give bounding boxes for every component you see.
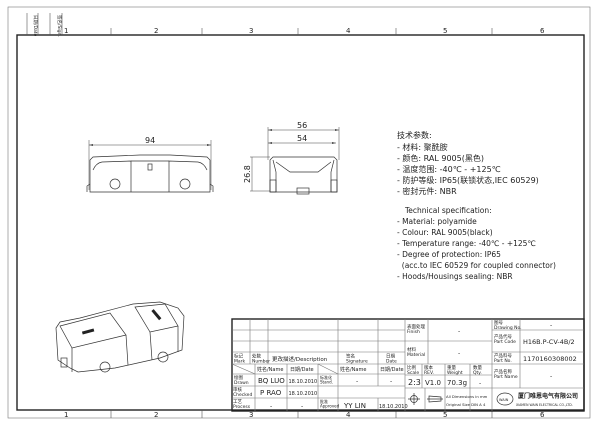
spec-en-line: - Temperature range: -40℃ - +125℃ <box>397 239 536 248</box>
stand-date: - <box>390 378 392 385</box>
dims-note-2: Original Size DIN A 4 <box>446 402 486 407</box>
outer-border <box>7 6 591 419</box>
zone-4-top: 4 <box>346 27 351 35</box>
part-name-value: - <box>550 373 552 380</box>
spec-en-line: - Degree of protection: IP65 <box>397 250 501 259</box>
front-view: 94 <box>86 136 214 193</box>
zone-5-top: 5 <box>443 27 447 35</box>
spec-en-line: (acc.to IEC 60529 for coupled connector) <box>397 261 556 270</box>
drawing-no-value: - <box>550 322 552 329</box>
spec-cn-line: - 材料: 聚酰胺 <box>397 142 448 152</box>
stand-name: - <box>356 378 358 385</box>
weight-value: 70.3g <box>447 379 467 387</box>
company-name-cn: 厦门唯恩电气有限公司 <box>518 392 578 400</box>
spec-en-line: - Hoods/Housings sealing: NBR <box>397 272 513 281</box>
revision-strip: 日期/Date 签名/Sign. <box>26 13 63 37</box>
spec-cn-line: - 防护等级: IP65(联锁状态,IEC 60529) <box>397 175 539 185</box>
process-name: - <box>270 403 272 410</box>
date-header-2: 日期/Date <box>380 367 404 373</box>
dim-length: 94 <box>145 136 155 145</box>
approved-name: YY LIN <box>343 402 366 410</box>
zone-6-top: 6 <box>540 27 545 35</box>
finish-value: - <box>458 328 460 335</box>
dim-inner-width: 54 <box>297 134 307 143</box>
checked-date: 18.10.2010 <box>289 391 318 397</box>
process-date: - <box>301 403 303 410</box>
spec-en-line: - Material: polyamide <box>397 217 477 226</box>
description-label: 更改描述/Description <box>272 355 328 363</box>
scale-value: 2:3 <box>408 378 421 387</box>
isometric-view <box>55 301 185 373</box>
projection-symbol-icon <box>408 393 443 405</box>
spec-cn-line: - 温度范围: -40℃ - +125℃ <box>397 164 501 174</box>
drawn-name: BQ LUO <box>258 377 285 385</box>
dim-outer-width: 56 <box>297 121 307 130</box>
strip-date-label: 日期/Date <box>32 15 38 37</box>
checked-name: P RAO <box>260 389 282 397</box>
inner-frame <box>16 34 585 411</box>
name-header-2: 姓名/Name <box>340 366 366 373</box>
part-no-value: 1170160308002 <box>523 355 577 363</box>
dim-height: 26.8 <box>243 165 252 183</box>
spec-cn-line: - 密封元件: NBR <box>397 186 457 196</box>
spec-english: Technical specification: - Material: pol… <box>397 206 556 281</box>
spec-cn-line: - 颜色: RAL 9005(黑色) <box>397 153 484 163</box>
company-name-en: XIAMEN WAIN ELECTRICAL CO.,LTD. <box>516 403 573 407</box>
zone-5-bottom: 5 <box>443 411 447 419</box>
zone-3-top: 3 <box>249 27 253 35</box>
spec-en-title: Technical specification: <box>404 206 492 215</box>
company-logo: WAIN <box>496 392 514 406</box>
zone-3-bottom: 3 <box>249 411 253 419</box>
spec-cn-title: 技术参数: <box>397 130 432 140</box>
spec-chinese: 技术参数: - 材料: 聚酰胺 - 颜色: RAL 9005(黑色) - 温度范… <box>397 130 539 196</box>
logo-text: WAIN <box>499 398 509 402</box>
material-value: - <box>458 350 460 357</box>
drawn-date: 18.10.2010 <box>289 379 318 385</box>
rev-value: V1.0 <box>425 379 441 387</box>
zone-2-top: 2 <box>154 27 158 35</box>
zone-2-bottom: 2 <box>154 411 158 419</box>
zone-1-top: 1 <box>64 27 68 35</box>
zone-1-bottom: 1 <box>64 411 68 419</box>
spec-en-line: - Colour: RAL 9005(black) <box>397 228 493 237</box>
date-header: 日期/Date <box>290 367 314 373</box>
dims-note-1: All Dimensions in mm <box>446 394 488 399</box>
strip-sign-label: 签名/Sign. <box>56 15 63 37</box>
approved-date: 18.10.2010 <box>379 404 408 410</box>
zone-6-bottom: 6 <box>540 411 545 419</box>
name-header: 姓名/Name <box>257 366 283 373</box>
zone-4-bottom: 4 <box>346 411 351 419</box>
side-view: 56 54 26.8 <box>243 121 340 195</box>
part-code-value: H16B.P-CV-4B/2 <box>523 338 575 346</box>
qty-value: - <box>479 380 481 387</box>
